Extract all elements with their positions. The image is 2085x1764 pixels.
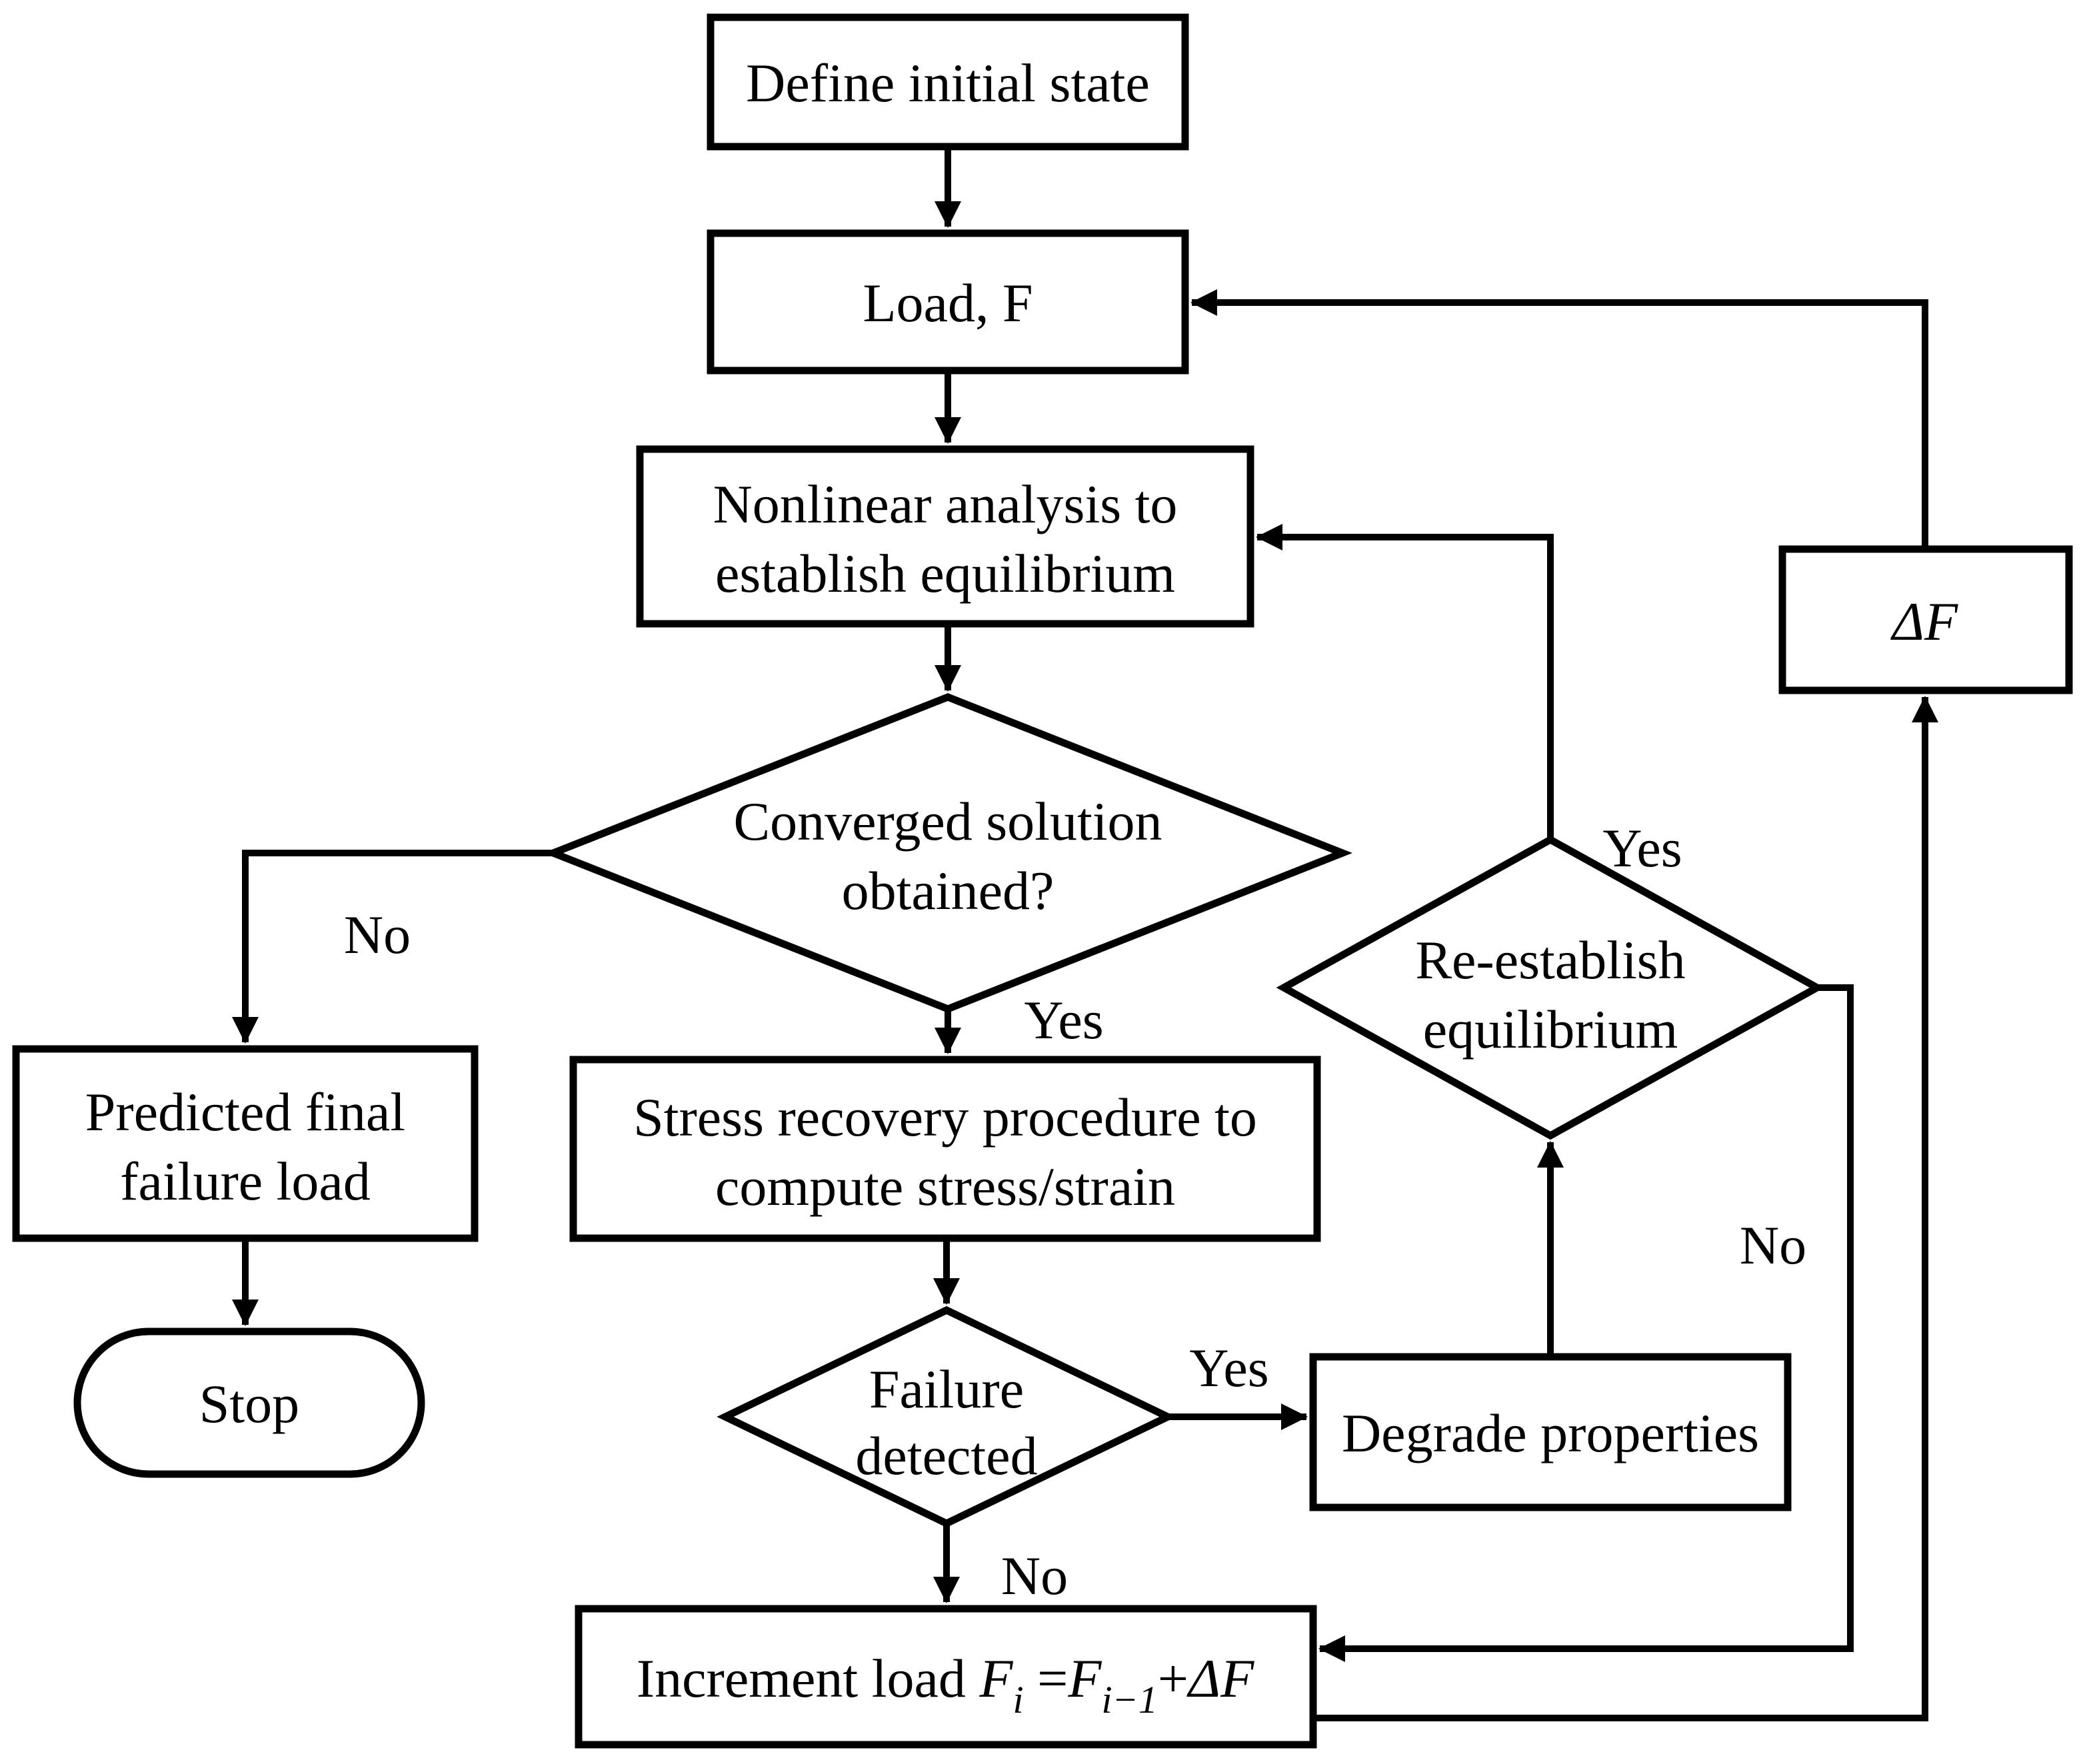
node-stress: Stress recovery procedure to compute str…: [569, 1056, 1321, 1242]
stop-label: Stop: [199, 1373, 299, 1434]
load-label: Load, F: [863, 273, 1033, 333]
stop-terminator: [73, 1327, 425, 1478]
converged-label-line2: obtained?: [842, 860, 1054, 921]
node-predicted: Predicted final failure load: [12, 1045, 479, 1242]
converged-label-line1: Converged solution: [733, 791, 1162, 852]
define-box: [707, 13, 1189, 151]
deltaf-label: ΔF: [1890, 591, 1958, 652]
failure-label-line2: detected: [855, 1425, 1037, 1486]
edge-deltaf-to-load: [1190, 289, 1928, 549]
stress-box: [569, 1056, 1321, 1242]
label-converged-no: No: [344, 904, 411, 965]
label-failure-no: No: [1001, 1545, 1068, 1606]
converged-diamond: [543, 693, 1352, 1013]
failure-diamond: [717, 1306, 1176, 1528]
node-reestablish: Re-establish equilibrium: [1276, 835, 1825, 1140]
reestablish-label-line1: Re-establish: [1415, 930, 1685, 990]
predicted-box: [12, 1045, 479, 1242]
degrade-label: Degrade properties: [1342, 1403, 1759, 1463]
edge-converged-to-predicted: [232, 850, 553, 1044]
label-reestablish-yes: Yes: [1602, 818, 1682, 878]
load-box: [707, 229, 1189, 375]
node-degrade: Degrade properties: [1309, 1353, 1792, 1511]
predicted-label-line1: Predicted final: [85, 1082, 405, 1142]
node-stop: Stop: [73, 1327, 425, 1478]
node-failure: Failure detected: [717, 1306, 1176, 1528]
node-define: Define initial state: [707, 13, 1189, 151]
predicted-label-line2: failure load: [120, 1151, 371, 1212]
failure-label-line1: Failure: [869, 1359, 1024, 1419]
degrade-box: [1309, 1353, 1792, 1511]
nonlinear-label-line2: establish equilibrium: [715, 543, 1175, 604]
label-reestablish-no: No: [1740, 1215, 1806, 1276]
stress-label-line1: Stress recovery procedure to: [633, 1087, 1257, 1148]
node-increment: Increment load Fi =Fi−1+ΔF: [575, 1605, 1317, 1749]
stress-label-line2: compute stress/strain: [715, 1156, 1175, 1217]
label-converged-yes: Yes: [1024, 990, 1103, 1050]
reestablish-label-line2: equilibrium: [1423, 999, 1678, 1060]
nonlinear-box: [636, 445, 1254, 628]
nonlinear-label-line1: Nonlinear analysis to: [713, 474, 1178, 534]
node-deltaf: ΔF: [1778, 545, 2073, 694]
node-converged: Converged solution obtained?: [543, 693, 1352, 1013]
reestablish-diamond: [1276, 835, 1825, 1140]
edge-reestablish-to-nonlinear: [1256, 524, 1554, 840]
increment-label: Increment load Fi =Fi−1+ΔF: [637, 1648, 1254, 1721]
define-label: Define initial state: [746, 53, 1150, 113]
increment-box: [575, 1605, 1317, 1749]
node-nonlinear: Nonlinear analysis to establish equilibr…: [636, 445, 1254, 628]
edge-increment-to-deltaf: [1313, 696, 1938, 1721]
deltaf-box: [1778, 545, 2073, 694]
node-load: Load, F: [707, 229, 1189, 375]
edge-reestablish-to-increment: [1318, 984, 1854, 1662]
label-failure-yes: Yes: [1189, 1337, 1268, 1398]
